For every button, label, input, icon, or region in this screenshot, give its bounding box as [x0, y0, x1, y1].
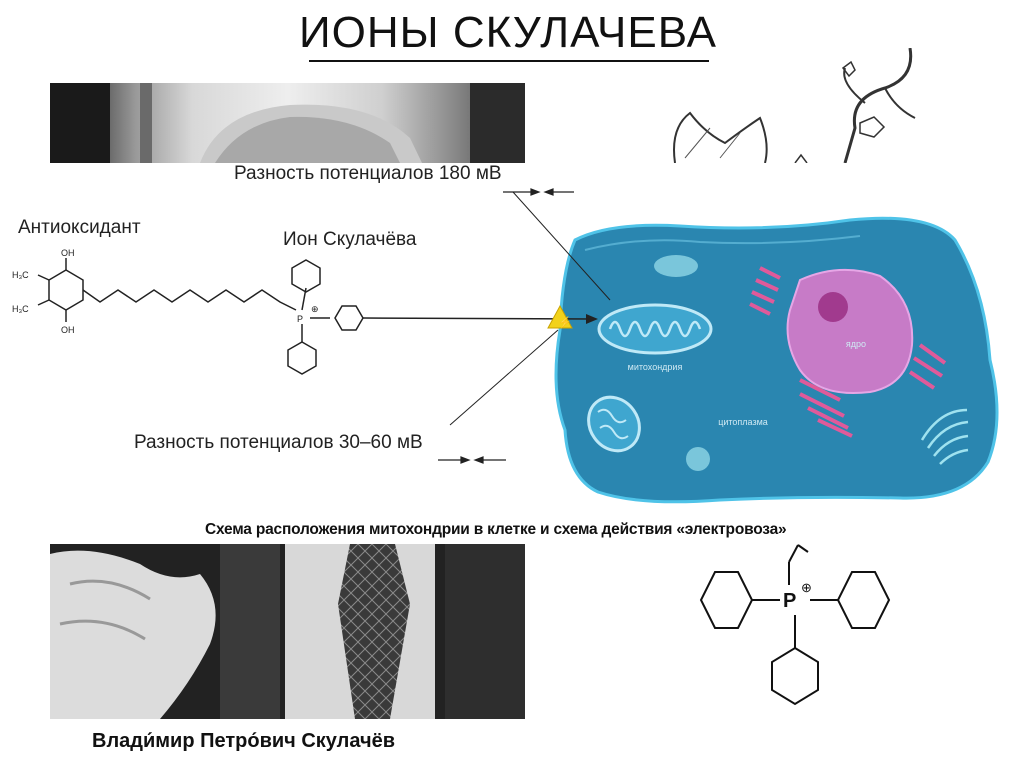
person-name: Влади́мир Петро́вич Скулачёв	[92, 730, 396, 752]
potential-arrows-bottom	[438, 456, 506, 464]
phenyl-rings	[287, 259, 364, 375]
potential-arrows-top	[503, 188, 574, 196]
slide-title: ИОНЫ СКУЛАЧЕВА	[299, 8, 717, 57]
nucleus-label: ядро	[846, 339, 866, 349]
diagram-caption: Схема расположения митохондрии в клетке …	[205, 521, 787, 538]
endoplasmic-reticulum	[749, 266, 947, 438]
vesicle	[686, 447, 710, 471]
warning-icon	[547, 304, 573, 329]
pointer-line-bottom	[449, 329, 559, 426]
nucleus	[786, 268, 914, 394]
potential-label-top: Разность потенциалов 180 мВ	[234, 163, 502, 184]
transport-arrowhead	[586, 314, 598, 324]
mitochondrion-label: митохондрия	[628, 362, 683, 372]
skulachev-ion-label: Ион Скулачёва	[283, 229, 417, 250]
alkyl-chain	[82, 289, 297, 311]
portrait-photo-top	[50, 83, 525, 163]
mitochondrion-main	[597, 303, 713, 355]
hand-and-tie	[50, 544, 525, 719]
plant-sketch	[673, 48, 916, 163]
cell	[554, 216, 999, 504]
phosphorus-label: P	[297, 314, 303, 324]
oh-bottom-label: OH	[61, 325, 75, 335]
title-underline	[309, 60, 709, 62]
charge-label: ⊕	[311, 304, 319, 314]
charge-large-label: ⊕	[801, 580, 812, 595]
triphenylphosphonium-structure	[699, 544, 891, 706]
lightning-icon: ⚡	[558, 316, 572, 329]
potential-label-bottom: Разность потенциалов 30–60 мВ	[134, 432, 423, 453]
antioxidant-ring	[37, 258, 84, 322]
antioxidant-label: Антиоксидант	[18, 217, 141, 238]
phosphorus-large-label: P	[783, 590, 796, 612]
portrait-photo-bottom	[50, 544, 525, 719]
head-silhouette	[50, 83, 525, 163]
nucleolus	[818, 292, 848, 322]
mitochondrion-small	[587, 395, 641, 453]
golgi-apparatus	[920, 408, 969, 465]
h3c-top-label: H₃C	[12, 270, 29, 280]
transport-arrow	[362, 317, 593, 320]
cytoplasm-label: цитоплазма	[718, 417, 768, 427]
pointer-line-top	[512, 191, 611, 301]
h3c-bottom-label: H₃C	[12, 304, 29, 314]
vesicle	[654, 255, 698, 277]
oh-top-label: OH	[61, 248, 75, 258]
